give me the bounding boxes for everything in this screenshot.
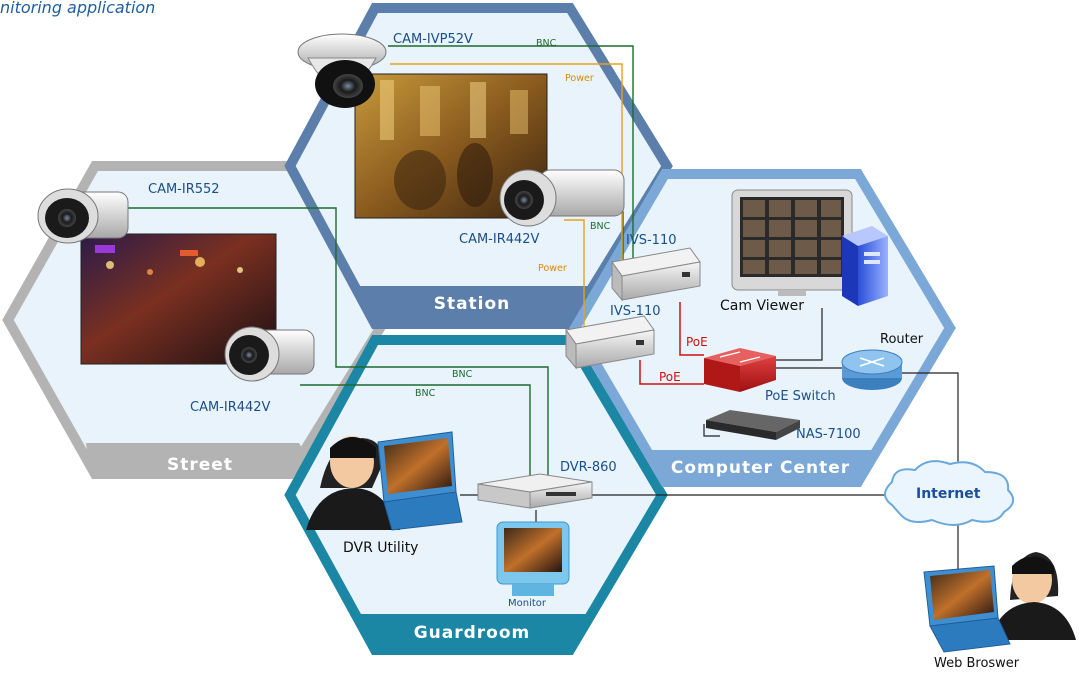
laptop-icon	[923, 565, 1011, 653]
cam-viewer-monitor-icon	[731, 189, 853, 296]
guardroom-title-bar	[354, 614, 590, 650]
server-tower-icon	[842, 226, 888, 306]
device-label-ivs-110: IVS-110	[610, 304, 661, 319]
device-label-cam-viewer: Cam Viewer	[720, 298, 805, 314]
station-title-bar	[356, 286, 588, 324]
dome-camera-icon	[297, 33, 387, 108]
bnc-cables	[128, 45, 634, 478]
router-icon	[841, 349, 903, 390]
cable-label-bnc: BNC	[452, 369, 473, 380]
cable-label-poe: PoE	[659, 370, 681, 384]
ivs-110-encoder-icon	[611, 247, 701, 302]
cable-label-bnc: BNC	[415, 388, 436, 399]
zone-title-computer-center: Computer Center	[670, 458, 851, 478]
street-photo-detail	[95, 245, 243, 275]
device-label-internet: Internet	[916, 486, 981, 502]
internet-cloud-icon	[884, 460, 1015, 526]
camera-label-cam-ir442v-street: CAM-IR442V	[190, 400, 271, 415]
device-label-dvr-860: DVR-860	[560, 460, 617, 475]
poe-switch-icon	[704, 348, 776, 392]
device-label-dvr-utility: DVR Utility	[343, 540, 419, 556]
cable-label-poe: PoE	[686, 335, 708, 349]
poe-cables	[639, 302, 704, 385]
device-label-nas-7100: NAS-7100	[796, 427, 861, 442]
zone-title-guardroom: Guardroom	[413, 623, 531, 643]
web-browser-person-icon	[990, 552, 1076, 640]
cable-label-bnc: BNC	[536, 38, 557, 49]
device-label-monitor: Monitor	[508, 598, 547, 609]
device-label-ivs-110: IVS-110	[626, 233, 677, 248]
bullet-camera-icon	[224, 326, 315, 382]
camera-label-cam-ivp52v: CAM-IVP52V	[393, 32, 473, 47]
station-photo-detail	[380, 80, 528, 210]
zone-title-station: Station	[433, 294, 511, 314]
monitor-icon	[496, 521, 570, 596]
dvr-utility-person-icon	[306, 436, 400, 530]
camera-label-cam-ir442v-station: CAM-IR442V	[459, 232, 540, 247]
nas-icon	[706, 410, 800, 440]
device-label-router: Router	[880, 332, 924, 347]
laptop-icon	[377, 431, 463, 531]
bullet-camera-icon	[499, 169, 625, 227]
street-title-bar	[86, 443, 317, 474]
cable-label-power: Power	[565, 73, 594, 84]
camera-label-cam-ir552: CAM-IR552	[148, 182, 220, 197]
dvr-icon	[477, 473, 593, 509]
device-label-poe-switch: PoE Switch	[765, 389, 836, 404]
ivs-110-encoder-icon	[565, 315, 655, 370]
device-label-web-browser: Web Broswer	[934, 656, 1020, 671]
cable-label-power: Power	[538, 263, 567, 274]
page-header: nitoring application	[0, 0, 156, 17]
bullet-camera-icon	[37, 188, 129, 244]
cable-label-bnc: BNC	[590, 221, 611, 232]
zone-title-street: Street	[167, 455, 233, 475]
computer-center-title-bar	[645, 450, 876, 482]
